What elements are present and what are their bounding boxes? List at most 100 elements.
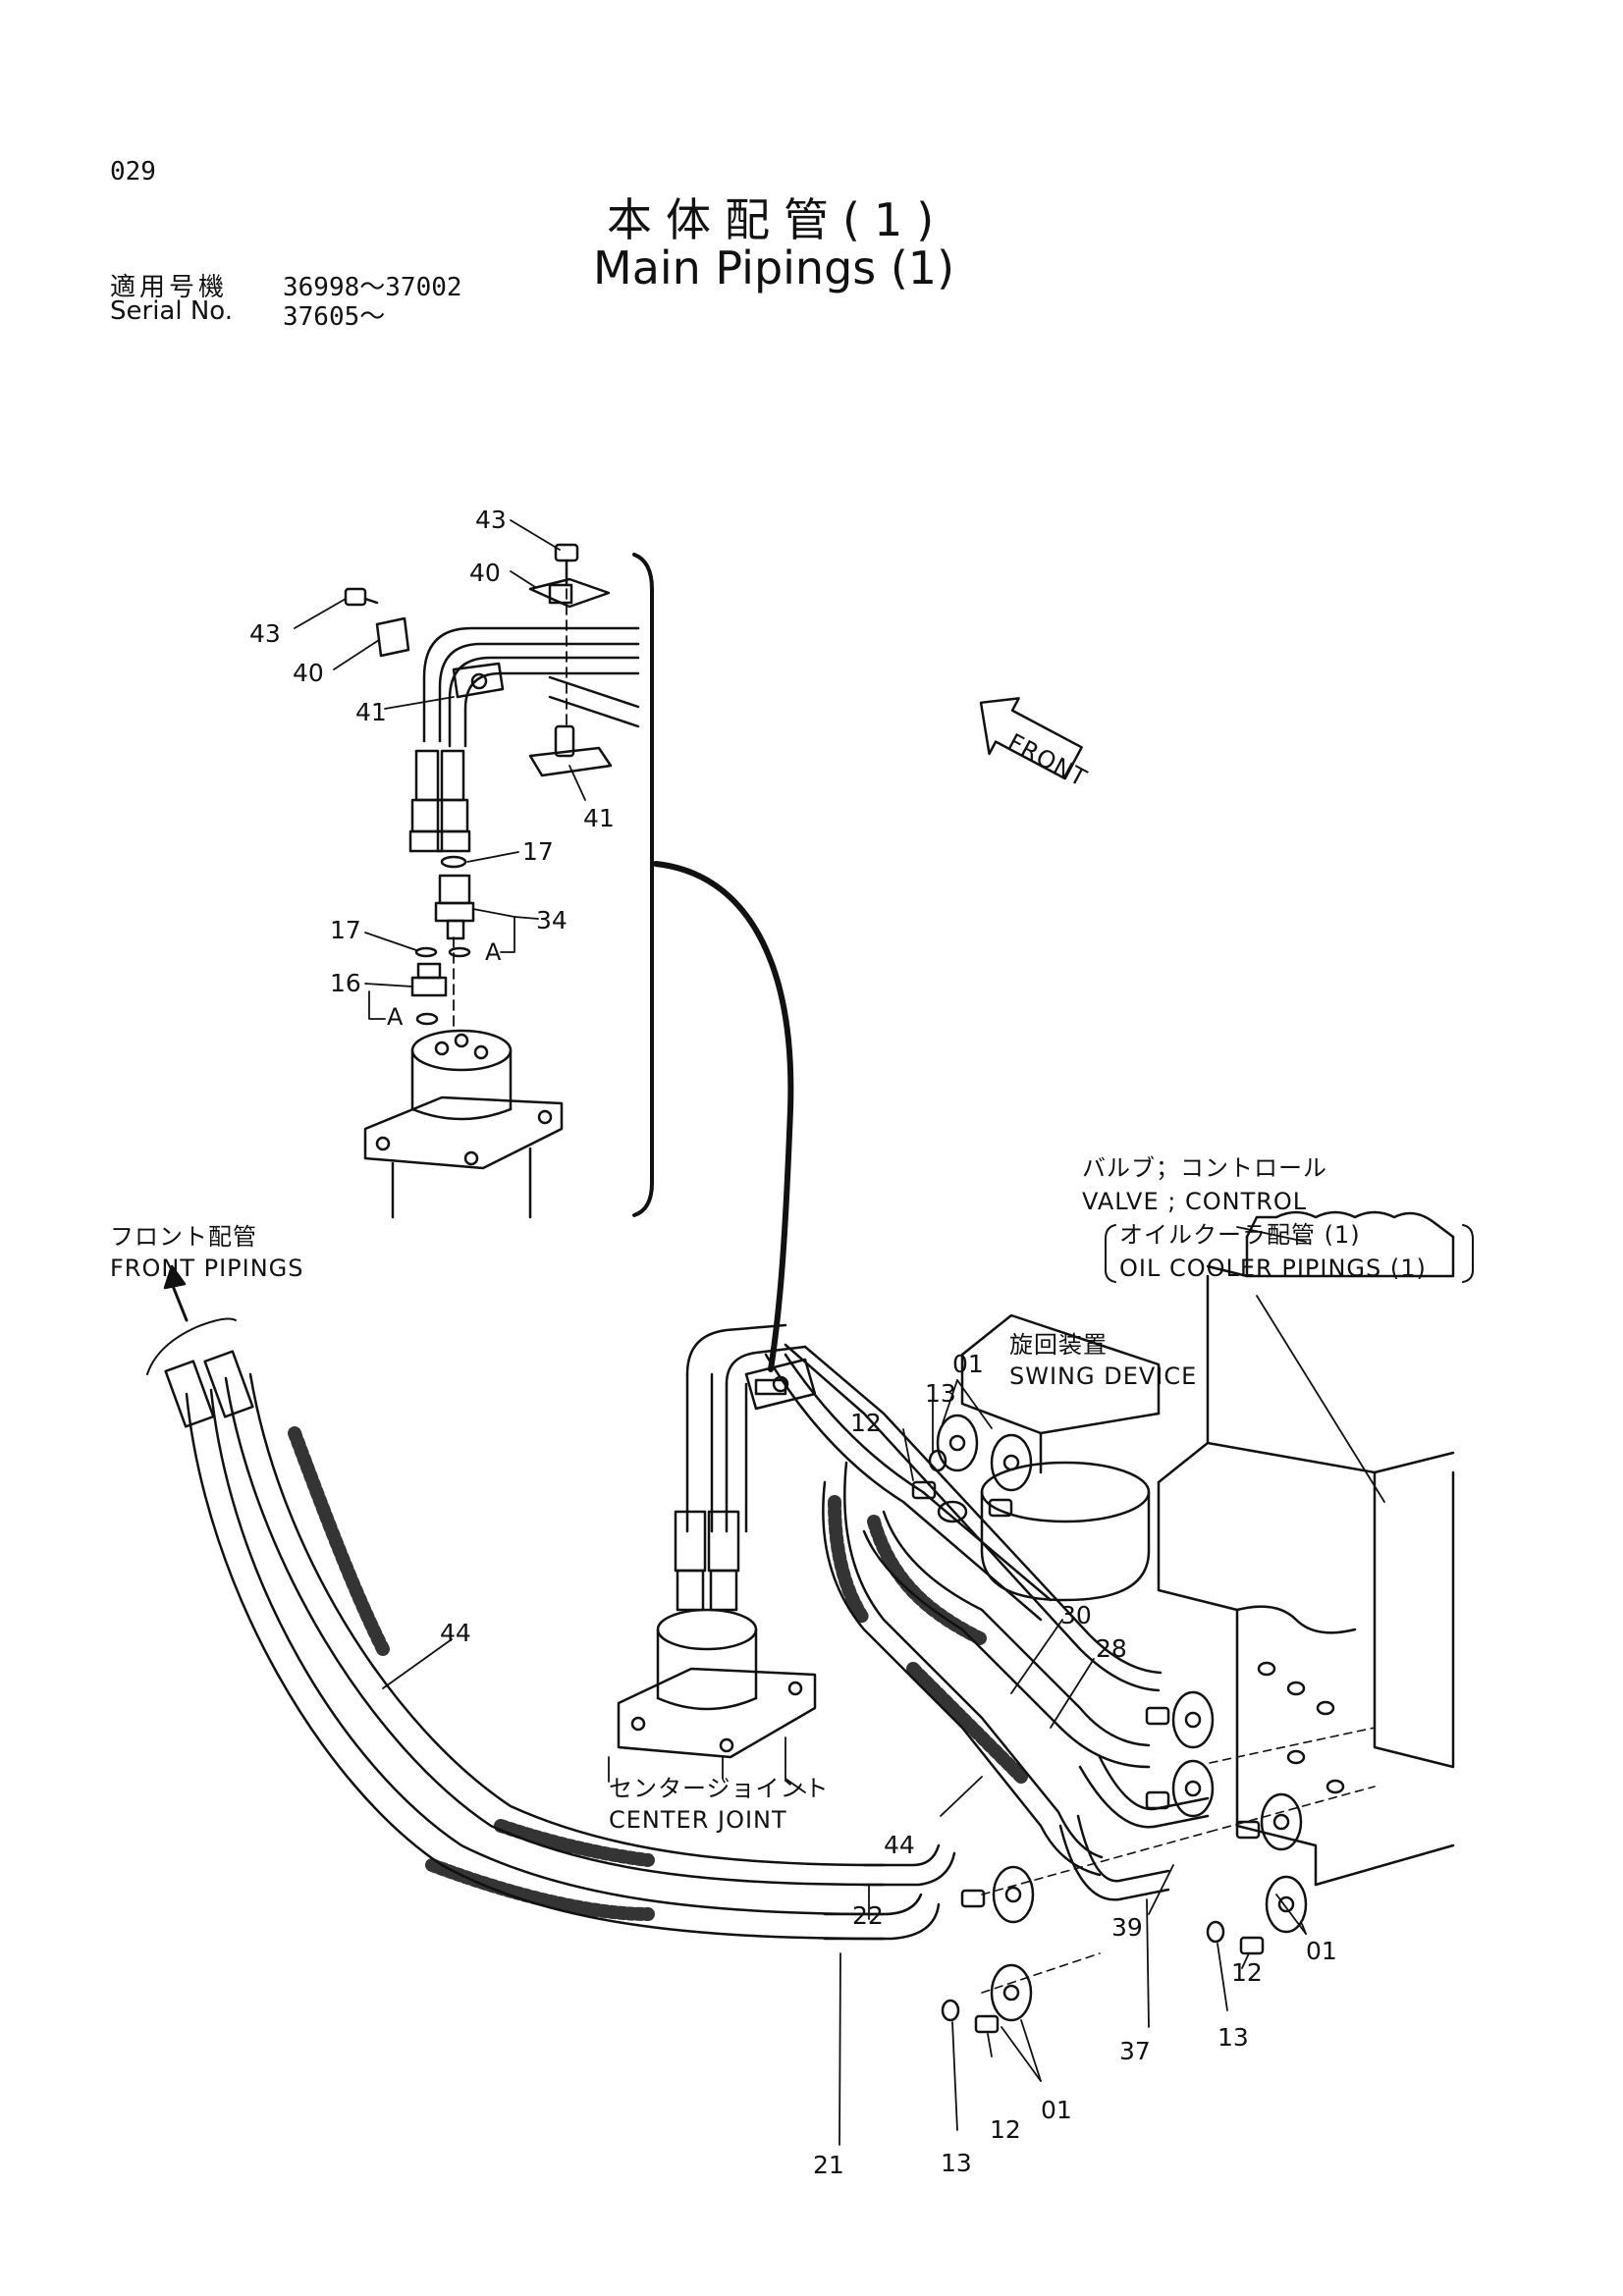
serial-label-en: Serial No.: [110, 296, 233, 326]
view-a-label-right: A: [485, 938, 502, 966]
front-direction-arrow: [979, 697, 1083, 780]
callout-21: 21: [813, 2151, 844, 2179]
flange-01-d: [1265, 1875, 1308, 1934]
o-ring-a-right: [448, 946, 471, 958]
callout-39: 39: [1111, 1913, 1143, 1942]
pipe-39: [1078, 1765, 1210, 1829]
view-a-label-left: A: [387, 1003, 404, 1031]
page-title-en: Main Pipings (1): [593, 241, 955, 294]
serial-range-en: 37605～: [283, 302, 386, 332]
clamp-41-upper: [452, 662, 505, 699]
o-ring-17-upper: [440, 855, 467, 869]
detail-view: [294, 519, 794, 1372]
callout-12-bottom: 12: [990, 2115, 1021, 2144]
callout-17-upper: 17: [522, 837, 554, 866]
control-valve: [1157, 1210, 1455, 1887]
callout-43-left: 43: [249, 619, 281, 648]
front-arrow-label: FRONT: [1003, 728, 1092, 793]
bolt-12-a: [911, 1480, 937, 1500]
oil-cooler-label-jp: オイルクーラ配管 (1): [1119, 1221, 1361, 1249]
center-joint-main: [617, 1323, 817, 1780]
callout-30: 30: [1060, 1601, 1092, 1629]
hose-fitting-right: [440, 749, 465, 802]
center-joint-detail: [410, 1029, 513, 1072]
hose-end-fitting-2: [203, 1350, 254, 1418]
upper-pipe-run: [422, 626, 640, 743]
callout-41-right: 41: [583, 804, 615, 832]
flanges-and-bolts: [911, 1414, 1376, 2034]
callout-37: 37: [1119, 2037, 1151, 2065]
callout-17-lower: 17: [330, 916, 361, 944]
pipe-22: [862, 1843, 941, 1867]
callout-44-right: 44: [884, 1831, 915, 1859]
callout-13-top: 13: [925, 1379, 956, 1408]
flange-01-b: [990, 1433, 1033, 1492]
callout-leaders: [382, 1226, 1385, 2146]
oil-cooler-brackets: [1105, 1224, 1474, 1283]
page-title-jp: 本体配管(1): [607, 193, 948, 246]
o-ring-a-left: [415, 1012, 439, 1026]
detail-bracket: [632, 553, 654, 1217]
pipe-21: [823, 1893, 923, 1916]
hose-end-fitting-1: [164, 1360, 215, 1428]
callout-43-top: 43: [475, 506, 507, 534]
callout-01-bottom: 01: [1041, 2096, 1072, 2124]
callout-13-bottom: 13: [941, 2149, 972, 2177]
flange-01-e: [992, 1865, 1035, 1924]
adapter-34: [438, 874, 471, 905]
callout-01-top: 01: [952, 1350, 984, 1378]
arrow-up-icon: [163, 1264, 187, 1290]
center-joint-flange-detail: [363, 1095, 564, 1170]
bolt-12-c: [974, 2014, 1000, 2034]
callout-12-top: 12: [850, 1409, 882, 1437]
flange-01-f: [990, 1963, 1033, 2022]
o-ring-13-c: [941, 1999, 960, 2022]
oil-cooler-label-en: OIL COOLER PIPINGS (1): [1119, 1255, 1427, 1282]
center-joint-flange-main: [617, 1667, 817, 1759]
flange-01-c: [1171, 1690, 1215, 1749]
callout-16: 16: [330, 969, 361, 997]
valve-pipe-runs: [764, 1343, 1210, 1901]
bracket-40-right: [528, 577, 611, 609]
callout-44-left: 44: [440, 1619, 471, 1647]
serial-label-jp: 適用号機: [110, 273, 229, 302]
swing-device-label-jp: 旋回装置: [1009, 1331, 1108, 1359]
bracket-40-left: [375, 616, 410, 658]
page-number: 029: [110, 157, 156, 187]
pipe-37: [1058, 1824, 1170, 1901]
callout-41-left: 41: [355, 698, 387, 726]
bolt-43-top: [554, 543, 579, 562]
callout-01-right: 01: [1306, 1937, 1337, 1965]
o-ring-13-a: [928, 1449, 947, 1472]
callout-28: 28: [1096, 1634, 1127, 1663]
bolt-43-left: [344, 587, 367, 607]
o-ring-17-lower: [414, 946, 438, 958]
pipe-30: [784, 1343, 1161, 1692]
callout-13-right: 13: [1217, 2023, 1249, 2052]
text-labels: FRONT フロント配管 FRONT PIPINGS バルブ；コントロール VA…: [110, 506, 1427, 2179]
flange-01-a: [936, 1414, 979, 1472]
hose-44-right: [822, 1480, 1102, 1877]
o-ring-13-b: [1206, 1920, 1225, 1944]
detail-connector-curve: [653, 861, 794, 1372]
front-pipings-label-en: FRONT PIPINGS: [110, 1255, 304, 1282]
hose-fitting-left: [414, 749, 440, 802]
callout-12-right: 12: [1231, 1958, 1263, 1987]
center-joint-label-en: CENTER JOINT: [609, 1806, 787, 1834]
serial-range-jp: 36998～37002: [283, 273, 462, 302]
clamp-41-lower: [528, 746, 613, 777]
callout-40-top: 40: [469, 559, 501, 587]
callout-34: 34: [536, 906, 568, 934]
bolt-12-b: [1239, 1936, 1265, 1955]
stud-41: [554, 724, 575, 758]
center-joint-label-jp: センタージョイント: [609, 1775, 830, 1802]
adapter-16: [416, 962, 442, 980]
valve-label-jp: バルブ；コントロール: [1082, 1154, 1327, 1182]
callout-40-left: 40: [293, 659, 324, 687]
hose-44-left-bundle: [164, 1350, 956, 1941]
front-pipings-label-jp: フロント配管: [110, 1223, 257, 1251]
callout-22: 22: [852, 1901, 884, 1930]
valve-label-en: VALVE ; CONTROL: [1082, 1188, 1307, 1215]
